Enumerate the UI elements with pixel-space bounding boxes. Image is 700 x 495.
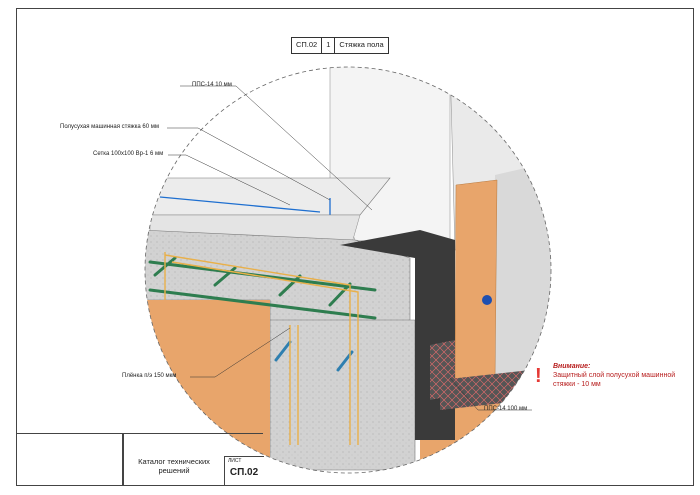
title-block: Каталог технических решений ЛИСТ СП.02 [123, 433, 264, 485]
outer-wall [490, 160, 551, 470]
callout-film: Плёнка п/э 150 мкм [122, 373, 177, 379]
detail-name: Стяжка пола [334, 38, 387, 53]
timber-column [454, 179, 498, 381]
mesh-line [159, 196, 321, 213]
warning-icon: ! [535, 365, 542, 387]
callout-pps-top: ППС-14 10 мм [192, 82, 232, 88]
insulation-board [340, 230, 455, 440]
leader-lines [167, 85, 532, 411]
catalog-title: Каталог технических решений [138, 457, 210, 475]
screed-layer [149, 177, 391, 216]
callout-pps-side: ППС-14 100 мм [484, 406, 528, 412]
concrete-beam [269, 319, 416, 471]
sheet-frame [16, 8, 694, 486]
detail-circle [144, 66, 552, 474]
anchor-bolt [482, 295, 492, 305]
callout-screed: Полусухая машинная стяжка 60 мм [60, 124, 160, 130]
sheet-cell: ЛИСТ СП.02 [224, 456, 264, 485]
stirrups [164, 252, 359, 445]
detail-title: СП.02 1 Стяжка пола [291, 37, 389, 54]
warning-heading: Внимание: [553, 363, 591, 370]
detail-code: СП.02 [296, 40, 318, 49]
detail-view [145, 67, 551, 473]
sheet-label: ЛИСТ [228, 458, 242, 464]
warning-text: Защитный слой полусухой машинной стяжки … [553, 372, 676, 388]
sheet-code: СП.02 [229, 467, 259, 478]
callout-mesh: Сетка 100х100 Вр-1 6 мм [93, 151, 164, 157]
title-block-left [16, 433, 123, 485]
detail-number: 1 [321, 38, 334, 53]
